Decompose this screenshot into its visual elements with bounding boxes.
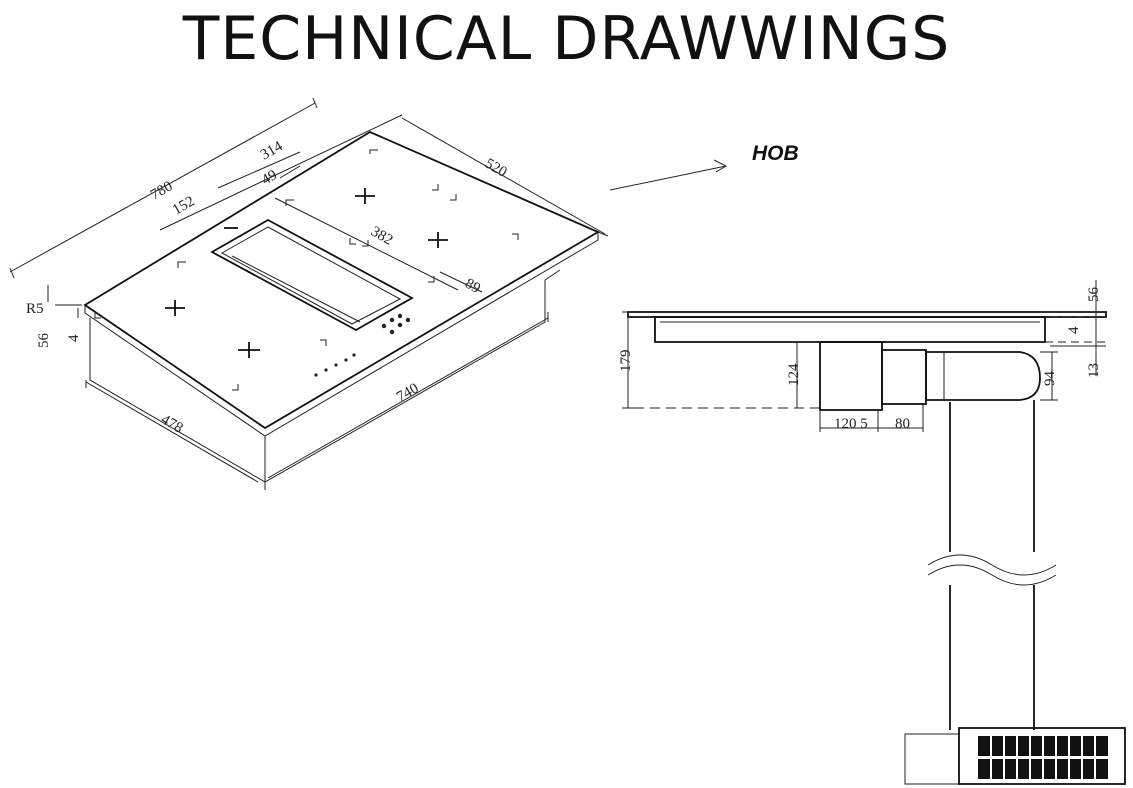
side-motor-box [819,341,883,411]
side-dim-120-5: 120 5 [834,416,868,432]
side-dim-94: 94 [1042,371,1058,387]
extraction-vent-inner [220,226,402,325]
side-duct-elbow [925,351,1041,401]
hob-arrow-line [609,165,727,191]
touch-controls [314,313,411,377]
hob-arrowhead [713,159,728,173]
hob-label-callout: HOB [609,142,799,191]
plinth-filter [958,727,1126,785]
dim-r5: R5 [26,301,44,317]
side-dim-13: 13 [1086,363,1102,378]
side-view: 179 124 120 5 80 94 56 4 13 [618,280,1126,785]
zone-corner-marks [94,149,519,391]
side-dim-4: 4 [1066,326,1082,334]
vent-slot-line [231,255,361,323]
cooking-zone-1 [165,300,185,316]
hob-plate-edge [84,232,599,437]
side-hob-body [654,316,1046,343]
hob-label: HOB [752,142,799,165]
side-dim-80: 80 [895,416,910,432]
side-dim-124: 124 [786,363,802,386]
isometric-hob-view: 780 314 49 520 152 382 89 R5 56 4 478 74… [9,97,609,490]
cooking-zone-4 [428,232,448,248]
side-duct-box [881,349,927,405]
dim-4: 4 [66,334,82,342]
cooking-zone-2 [238,342,260,358]
dim-382: 382 [368,224,395,249]
dim-89: 89 [462,276,483,297]
hob-body [89,280,546,483]
duct-break-upper [927,554,1057,576]
side-dim-179: 179 [618,350,634,373]
iso-dimension-lines [9,97,609,490]
dim-49: 49 [259,167,280,188]
side-dimension-lines [622,280,1106,432]
dim-740: 740 [394,380,421,405]
filter-slots [990,736,1096,779]
page-title: TECHNICAL DRAWWINGS [182,4,951,74]
duct-break-lower [927,564,1057,586]
dim-56: 56 [36,333,52,349]
extraction-vent [210,218,414,332]
plinth-box [904,733,960,785]
side-dim-56: 56 [1086,287,1102,303]
cooking-zone-3 [355,188,375,204]
hob-top-plate [83,130,600,430]
